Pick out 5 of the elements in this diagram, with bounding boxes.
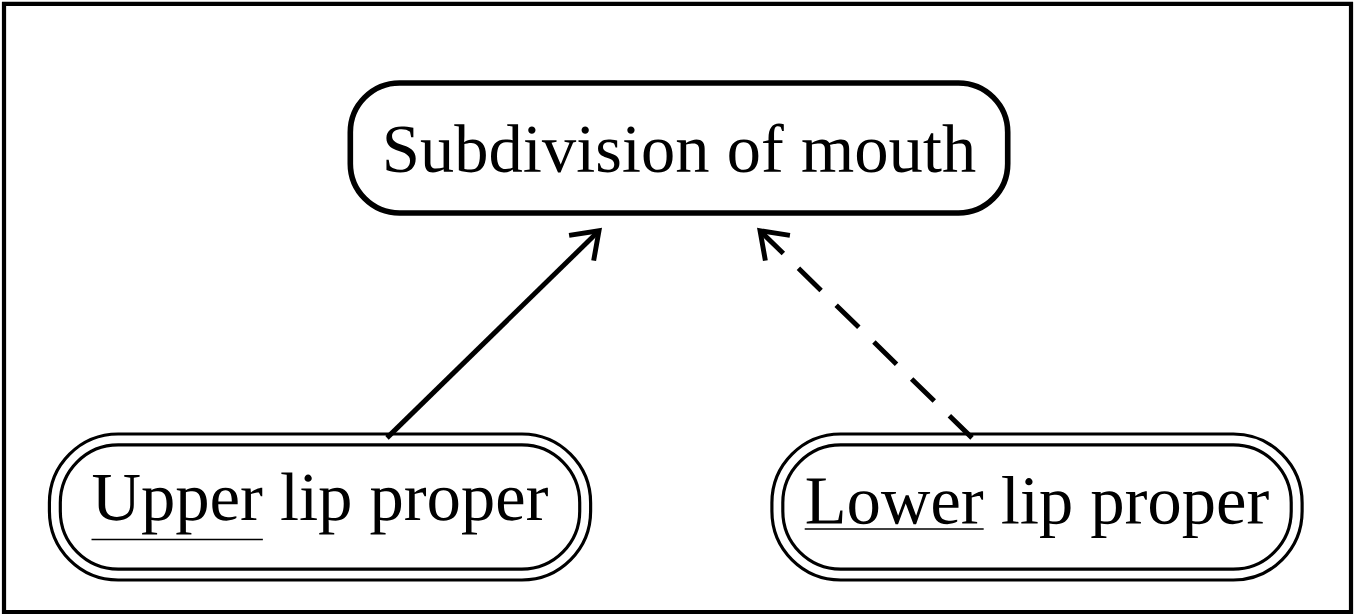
term-box: Upper lip proper bbox=[47, 432, 593, 582]
arrow bbox=[757, 227, 974, 440]
arrow bbox=[385, 227, 602, 440]
concept-box: Subdivision of mouth bbox=[347, 80, 1011, 216]
term-box: Lower lip proper bbox=[770, 432, 1304, 582]
